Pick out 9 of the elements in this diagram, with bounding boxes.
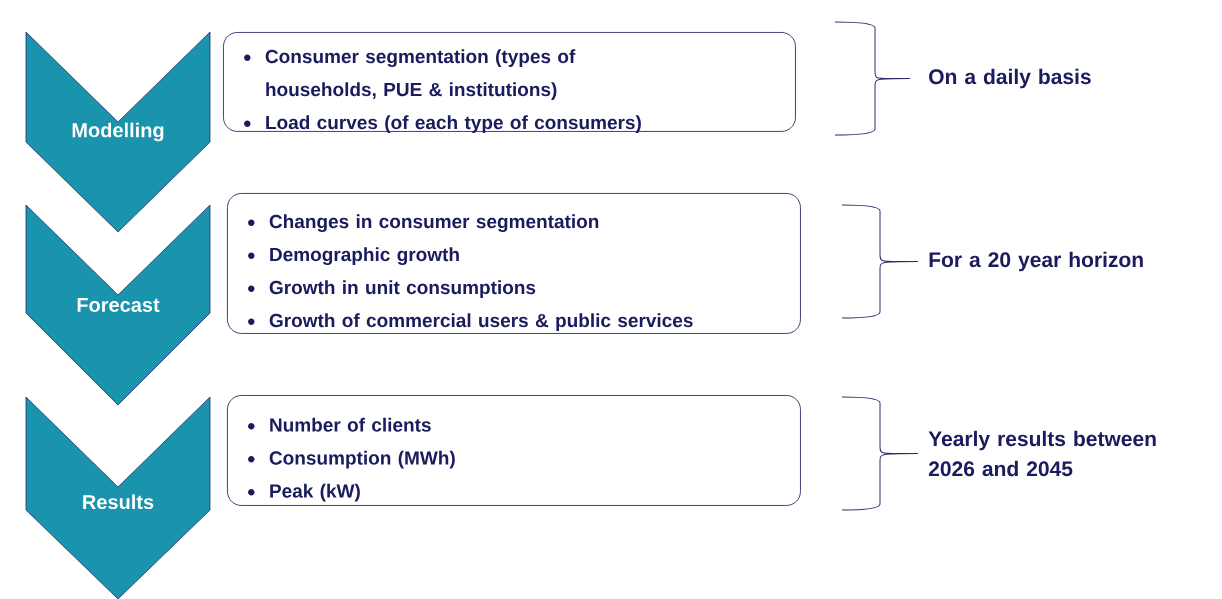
text-box: Changes in consumer segmentation Demographic growth Growth in unit consumptions Growth of commercial users & public services	[227, 193, 801, 334]
process-step: Results	[25, 396, 211, 599]
text-box: Number of clients Consumption (MWh) Peak (kW)	[227, 395, 801, 506]
text-box: Consumer segmentation (types of households, PUE & institutions) Load curves (of each type of consumers)	[223, 32, 796, 133]
process-step: Modelling	[25, 31, 211, 233]
process-step: Forecast	[25, 204, 211, 406]
bracket-note: On a daily basis	[929, 68, 1091, 89]
bracket-note: Yearly results between 2026 and 2045	[928, 430, 1156, 477]
bracket-note: For a 20 year horizon	[929, 251, 1143, 272]
